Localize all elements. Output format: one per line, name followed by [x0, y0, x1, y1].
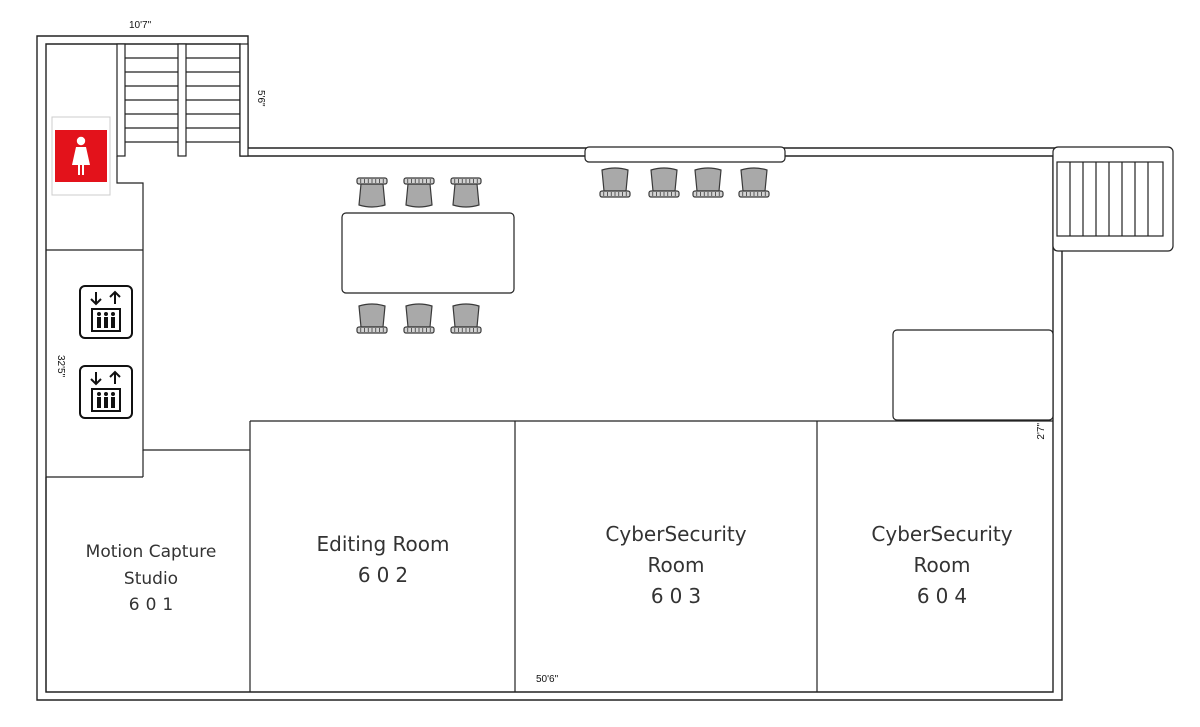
room-601[interactable]: Motion Capture Studio 601 — [86, 542, 217, 615]
room-604[interactable]: CyberSecurity Room 604 — [871, 522, 1012, 608]
stairwell-right — [1052, 146, 1174, 252]
room-number: 602 — [358, 563, 414, 587]
room-602[interactable]: Editing Room 602 — [317, 532, 450, 587]
chair — [599, 167, 631, 198]
dimension-left: 32'5" — [55, 355, 66, 378]
chair — [356, 177, 388, 208]
chair — [356, 303, 388, 334]
bar-counter — [584, 146, 786, 163]
chair — [738, 167, 770, 198]
room-name: Room — [648, 553, 705, 577]
dimension-bottom: 50'6" — [536, 674, 559, 685]
female-restroom-icon — [51, 116, 111, 196]
chair — [450, 177, 482, 208]
room-name: CyberSecurity — [871, 522, 1012, 546]
dimension-stair-side: 5'6" — [255, 90, 266, 107]
room-number: 604 — [917, 584, 973, 608]
room-name: Editing Room — [317, 532, 450, 556]
room-name: Motion Capture — [86, 542, 217, 562]
conference-table — [341, 212, 515, 294]
core-walls — [46, 156, 250, 478]
stairwell-top — [116, 43, 249, 157]
room-name: Studio — [124, 569, 178, 589]
room-name: Room — [914, 553, 971, 577]
room-name: CyberSecurity — [605, 522, 746, 546]
dimension-top: 10'7" — [129, 20, 152, 31]
room-number: 603 — [651, 584, 707, 608]
chairs — [356, 167, 770, 334]
chair — [648, 167, 680, 198]
chair — [403, 303, 435, 334]
counter — [892, 329, 1054, 421]
dimension-right: 2'7" — [1036, 423, 1047, 440]
chair — [403, 177, 435, 208]
room-walls — [45, 420, 1053, 692]
elevator-icon — [79, 365, 133, 419]
chair — [692, 167, 724, 198]
elevator-icon — [79, 285, 133, 339]
chair — [450, 303, 482, 334]
room-603[interactable]: CyberSecurity Room 603 — [605, 522, 746, 608]
room-number: 601 — [129, 595, 179, 615]
